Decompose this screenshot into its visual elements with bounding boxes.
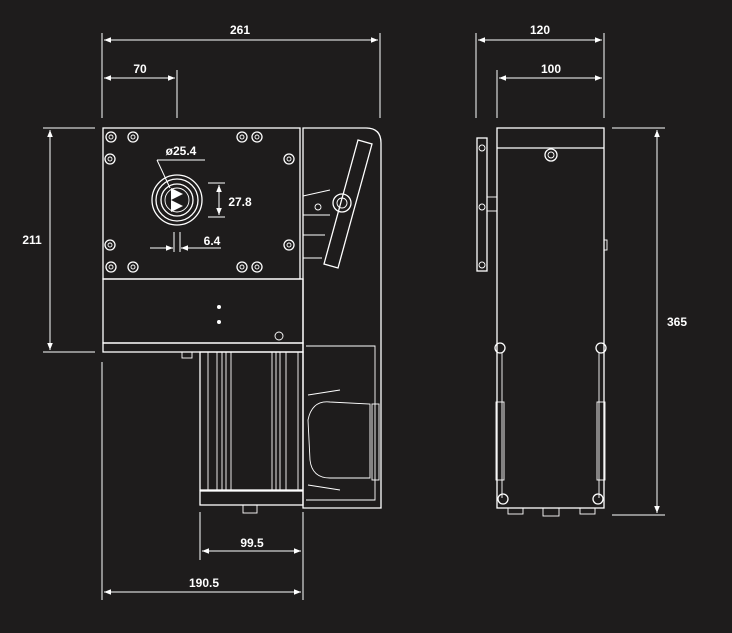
side-body bbox=[496, 127, 605, 509]
dim-total-depth: 120 bbox=[530, 23, 550, 37]
screw-holes bbox=[104, 131, 295, 273]
motor bbox=[199, 351, 304, 491]
side-bracket bbox=[476, 137, 488, 272]
dimension-labels: 261 70 120 100 211 365 ø25.4 27.8 6.4 99… bbox=[22, 23, 687, 590]
dim-height: 211 bbox=[22, 233, 42, 247]
dim-total-height: 365 bbox=[667, 315, 687, 329]
dim-shaft-offset: 70 bbox=[133, 62, 147, 76]
dim-key-height: 27.8 bbox=[228, 195, 252, 209]
dim-key-width: 6.4 bbox=[204, 234, 221, 248]
dim-body-depth: 100 bbox=[541, 62, 561, 76]
output-shaft bbox=[151, 174, 203, 226]
gearbox-strip bbox=[102, 342, 304, 353]
dim-motor-width: 99.5 bbox=[240, 536, 264, 550]
release-lever bbox=[323, 139, 373, 269]
dimension-lines bbox=[43, 33, 665, 600]
side-view bbox=[476, 127, 608, 517]
motor-base bbox=[199, 490, 304, 506]
dim-shaft-diameter: ø25.4 bbox=[166, 144, 197, 158]
side-housing bbox=[302, 127, 382, 509]
gearbox-block bbox=[102, 278, 304, 344]
dim-total-width: 261 bbox=[230, 23, 250, 37]
dim-base-width: 190.5 bbox=[189, 576, 219, 590]
front-view bbox=[102, 127, 382, 514]
